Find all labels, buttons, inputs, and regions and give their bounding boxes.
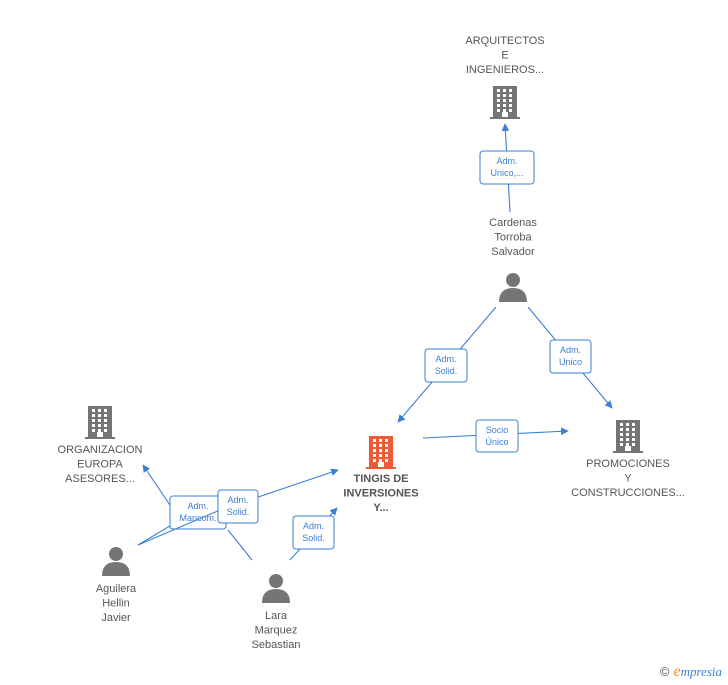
node-label: Lara (265, 610, 288, 622)
edge-label-box[interactable] (475, 419, 519, 453)
edge-label-box[interactable] (479, 150, 535, 185)
empresia-watermark: ©empresia (660, 663, 722, 681)
edge-label-text: Único (485, 437, 508, 447)
edge-label-text: Unico (559, 357, 582, 367)
edges-layer: Adm. Unico,... Adm. Solid. Adm. UnicoSocioÚni… (137, 123, 613, 561)
node-label: CONSTRUCCIONES... (571, 487, 685, 499)
brand-initial: e (673, 663, 681, 680)
edge-aguilera-organizacion: Adm. Mancom. (137, 464, 227, 546)
node-label: INVERSIONES (343, 488, 418, 500)
edge-lara-tingis: Adm. Solid. (289, 507, 338, 561)
edge-label-box[interactable] (217, 489, 259, 524)
edge-label-box[interactable] (292, 515, 335, 550)
building-icon (490, 86, 520, 119)
edge-label-text: Solid. (227, 507, 250, 517)
node-label: Sebastian (252, 639, 301, 651)
node-label: INGENIEROS... (466, 64, 544, 76)
person-icon (499, 273, 527, 302)
edge-label-text: Adm. (303, 521, 324, 531)
edge-label-text: Solid. (435, 366, 458, 376)
edge-aguilera-tingis: Adm. Solid. (137, 468, 339, 546)
node-label: Cardenas (489, 217, 537, 229)
node-label: EUROPA (77, 459, 123, 471)
edge-label-text: Adm. (560, 345, 581, 355)
edge-label-box[interactable] (424, 348, 468, 383)
node-label: ORGANIZACION (58, 444, 143, 456)
edge-cardenas-promociones: Adm. Unico (527, 306, 613, 409)
edge-label-text: Unico,... (490, 168, 523, 178)
edge-cardenas-tingis: Adm. Solid. (397, 306, 497, 423)
copyright-symbol: © (659, 664, 670, 679)
edge-label-text: Solid. (302, 533, 325, 543)
node-label: Hellin (102, 598, 130, 610)
node-label: TINGIS DE (353, 473, 408, 485)
node-label: Salvador (491, 246, 535, 258)
node-tingis[interactable]: TINGIS DE INVERSIONES Y... (343, 436, 419, 514)
node-label: ASESORES... (65, 473, 135, 485)
nodes-layer: ARQUITECTOS E INGENIEROS... CardenasTorroba… (58, 35, 685, 651)
brand-name: mpresia (680, 664, 722, 679)
node-label: PROMOCIONES (586, 458, 670, 470)
node-promociones[interactable]: PROMOCIONES Y CONSTRUCCIONES... (571, 420, 685, 499)
edge-label-text: Mancom. (179, 513, 216, 523)
edge-label-box[interactable] (549, 339, 592, 374)
building-icon (613, 420, 643, 453)
node-label: Y... (373, 502, 388, 514)
edge-lara-organizacion (227, 529, 253, 561)
node-label: Marquez (255, 625, 298, 637)
node-label: Torroba (494, 232, 532, 244)
node-label: Javier (101, 612, 131, 624)
person-icon (102, 547, 130, 576)
edge-cardenas-arquitectos: Adm. Unico,... (479, 123, 535, 213)
building-icon (85, 406, 115, 439)
building-icon (366, 436, 396, 469)
node-label: ARQUITECTOS (465, 35, 544, 47)
edge-label-text: Adm. (435, 354, 456, 364)
edge-label-text: Socio (486, 425, 509, 435)
node-label: E (501, 50, 508, 62)
person-icon (262, 574, 290, 603)
node-label: Y (624, 473, 632, 485)
node-label: Aguilera (96, 583, 137, 595)
node-arquitectos[interactable]: ARQUITECTOS E INGENIEROS... (465, 35, 545, 119)
node-organizacion[interactable]: ORGANIZACION EUROPA ASESORES... (58, 406, 143, 485)
edge-label-text: Adm. (496, 156, 517, 166)
edge-label-text: Adm. (227, 495, 248, 505)
edge-label-text: Adm. (187, 501, 208, 511)
edge-line (227, 529, 253, 561)
